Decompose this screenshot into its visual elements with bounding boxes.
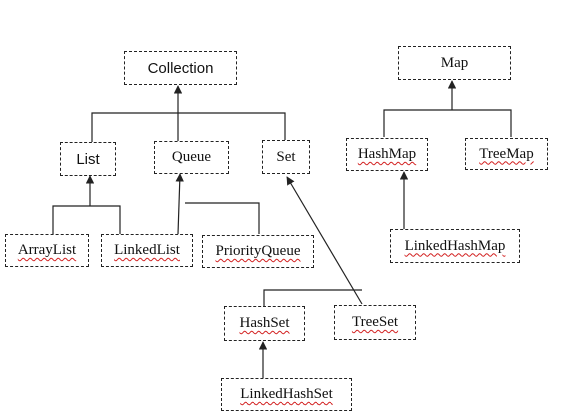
list-node: List [60, 142, 116, 176]
edge-linkedlist-to-list [90, 205, 121, 234]
collection-node: Collection [124, 51, 237, 85]
map-node: Map [398, 46, 511, 80]
hashmap-node: HashMap [346, 138, 428, 171]
edge-list-to-collection [91, 112, 178, 143]
edge-linkedlist-to-queue [175, 173, 184, 235]
treeset-node: TreeSet [334, 305, 416, 340]
linkedhashset-node: LinkedHashSet [221, 378, 352, 411]
priorityqueue-node: PriorityQueue [202, 235, 314, 268]
set-label: Set [276, 148, 296, 165]
priorityqueue-label: PriorityQueue [215, 243, 301, 259]
edge-treeset-to-set [286, 176, 363, 305]
hashmap-label: HashMap [357, 146, 417, 162]
hashset-node: HashSet [224, 306, 305, 341]
map-label: Map [440, 54, 469, 71]
set-node: Set [262, 140, 310, 174]
collection-label: Collection [147, 59, 214, 77]
treemap-label: TreeMap [479, 145, 534, 162]
queue-label: Queue [171, 149, 212, 165]
arraylist-label: ArrayList [17, 242, 77, 258]
linkedhashmap-label: LinkedHashMap [404, 237, 506, 254]
edge-hashmap-to-map [383, 109, 452, 137]
edge-arraylist-to-list [52, 205, 90, 234]
edge-set-to-collection [178, 112, 286, 142]
edge-priorityqueue-to-queue [185, 202, 260, 234]
linkedlist-node: LinkedList [101, 234, 193, 267]
linkedlist-label: LinkedList [114, 242, 180, 258]
treemap-node: TreeMap [465, 138, 548, 170]
arraylist-node: ArrayList [5, 234, 89, 267]
list-label: List [76, 150, 100, 168]
hashset-label: HashSet [239, 315, 290, 331]
edge-treemap-to-map [452, 109, 512, 137]
linkedhashset-label: LinkedHashSet [240, 386, 333, 402]
queue-node: Queue [154, 141, 229, 174]
edge-hashset-to-set [263, 289, 362, 306]
treeset-label: TreeSet [351, 314, 399, 330]
linkedhashmap-node: LinkedHashMap [390, 229, 520, 263]
